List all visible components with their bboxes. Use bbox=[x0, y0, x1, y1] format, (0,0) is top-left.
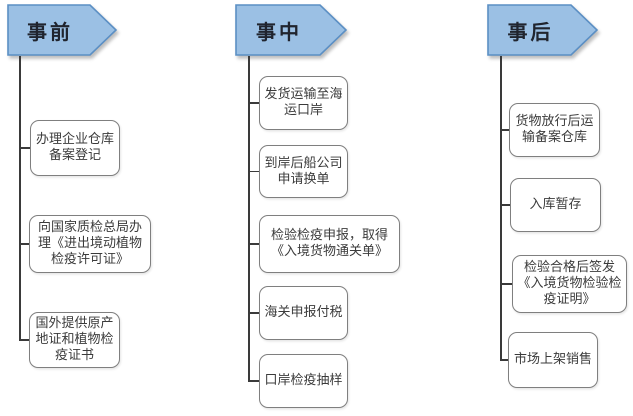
connector-stub bbox=[500, 359, 508, 361]
arrow-banner-shape bbox=[487, 4, 599, 56]
stage-title: 事中 bbox=[256, 19, 302, 44]
connector-stub bbox=[248, 312, 259, 314]
arrow-banner-icon bbox=[7, 4, 118, 56]
flow-step-box-3-3: 检验合格后签发 《入境货物检验检 疫证明》 bbox=[512, 255, 627, 313]
flow-step-box-2-2: 到岸后船公司 申请换单 bbox=[259, 145, 348, 198]
flow-step-box-3-4: 市场上架销售 bbox=[508, 332, 598, 388]
connector-stub bbox=[500, 283, 512, 285]
arrow-banner-icon bbox=[487, 4, 599, 56]
stage-banner: 事后 bbox=[487, 4, 599, 56]
flow-step-box-1-1: 办理企业仓库 备案登记 bbox=[30, 120, 120, 176]
connector-stub bbox=[248, 170, 259, 173]
arrow-banner-shape bbox=[7, 4, 118, 56]
arrow-banner-icon bbox=[235, 4, 348, 56]
flow-step-box-2-4: 海关申报付税 bbox=[259, 286, 348, 340]
flow-step-box-1-3: 国外提供原产 地证和植物检 疫证书 bbox=[29, 312, 120, 368]
connector-stub bbox=[19, 339, 29, 341]
connector-stub bbox=[500, 204, 510, 206]
flow-step-box-2-1: 发货运输至海 运口岸 bbox=[259, 76, 348, 130]
stage-title: 事前 bbox=[27, 19, 73, 44]
flow-step-box-3-2: 入库暂存 bbox=[510, 178, 601, 232]
connector-stub bbox=[248, 102, 259, 104]
flow-step-box-3-1: 货物放行后运 输备案仓库 bbox=[509, 103, 600, 157]
stage-title: 事后 bbox=[507, 19, 554, 44]
stage-banner: 事中 bbox=[235, 4, 348, 56]
flow-step-box-2-3: 检验检疫申报，取得 《入境货物通关单》 bbox=[259, 215, 400, 273]
arrow-banner-shape bbox=[235, 4, 348, 56]
connector-line bbox=[19, 56, 21, 340]
connector-line bbox=[500, 56, 502, 360]
connector-stub bbox=[500, 129, 509, 131]
connector-stub bbox=[19, 147, 30, 149]
connector-line bbox=[248, 56, 250, 381]
stage-banner: 事前 bbox=[7, 4, 118, 56]
flow-step-box-2-5: 口岸检疫抽样 bbox=[259, 354, 348, 408]
connector-stub bbox=[19, 243, 29, 245]
connector-stub bbox=[248, 380, 259, 382]
connector-stub bbox=[248, 243, 259, 245]
flow-step-box-1-2: 向国家质检总局办 理《进出境动植物 检疫许可证》 bbox=[29, 215, 151, 273]
